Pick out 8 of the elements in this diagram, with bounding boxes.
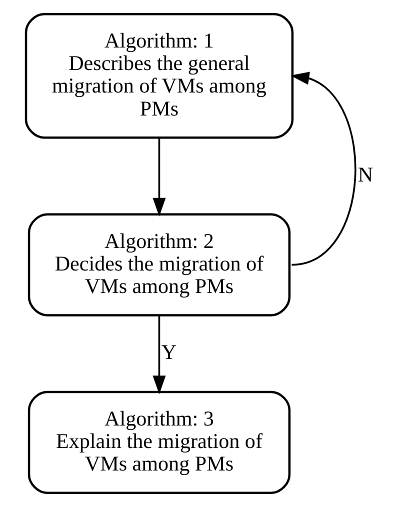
arrow <box>152 315 166 394</box>
node-box: Algorithm: 1 Describes the general migration of VMs among PMs <box>24 13 294 139</box>
arrow <box>290 72 356 266</box>
arrow <box>152 138 166 217</box>
node-box: Algorithm: 3 Explain the migration of VMs among PMs <box>27 390 290 494</box>
edge-label: N <box>357 162 373 187</box>
edge-label: Y <box>160 340 176 364</box>
node-box: Algorithm: 2 Decides the migration of VMs among PMs <box>27 213 290 316</box>
